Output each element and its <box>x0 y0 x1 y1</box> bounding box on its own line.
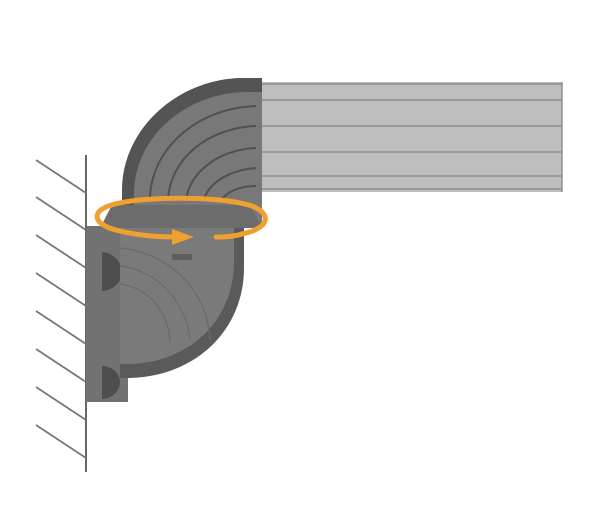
rotation-arc-tail <box>213 231 245 240</box>
rotation-arrowhead <box>172 229 194 245</box>
lower-elbow-ribs <box>119 247 211 343</box>
mount-clip-top <box>102 252 122 291</box>
arm-ridges <box>258 82 563 192</box>
swivel-collar <box>100 205 262 228</box>
lower-elbow-face <box>120 228 234 364</box>
rotation-arc-front <box>117 228 179 240</box>
upper-elbow <box>100 78 262 228</box>
horizontal-arm <box>258 82 563 192</box>
upper-elbow-face <box>134 92 262 228</box>
lower-elbow-slot <box>172 254 192 260</box>
rotation-arc-back <box>94 195 268 237</box>
rotation-arrow-icon <box>94 195 268 245</box>
wall <box>35 155 87 472</box>
wall-hatching <box>35 159 87 459</box>
mount-clip-bottom <box>102 366 120 399</box>
lower-elbow <box>119 228 244 378</box>
